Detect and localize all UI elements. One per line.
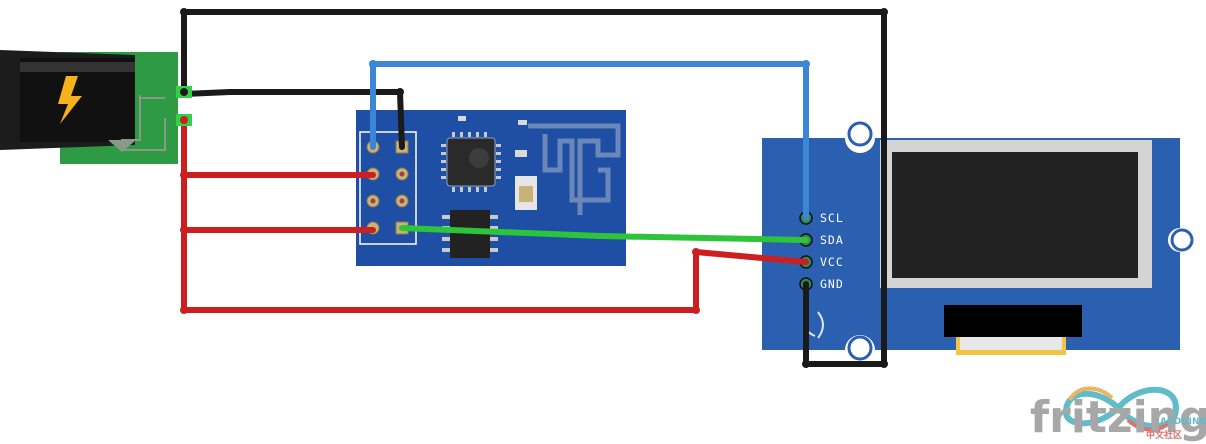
wire-sda[interactable] <box>399 225 809 243</box>
fritzing-watermark: fritzing ARDUINO 中文社区 <box>1030 386 1206 443</box>
wire-gnd-esp[interactable] <box>181 89 405 150</box>
wire-gnd-oled[interactable] <box>181 9 887 367</box>
watermark-sub-bottom: 中文社区 <box>1146 429 1182 441</box>
mount-hole <box>1170 228 1194 252</box>
antenna-trace <box>528 123 621 215</box>
power-jack <box>0 50 178 164</box>
oled-ribbon <box>944 305 1082 337</box>
mount-hole <box>847 121 873 147</box>
wires <box>180 8 888 368</box>
oled-pin-label-sda: SDA <box>820 233 844 247</box>
watermark-sub-top: ARDUINO <box>1160 417 1206 427</box>
oled-screen <box>892 152 1138 278</box>
oled-pin-label-scl: SCL <box>820 211 844 225</box>
wire-scl[interactable] <box>370 61 809 221</box>
oled-pin-label-vcc: VCC <box>820 255 844 269</box>
oled-module: SCL SDA VCC GND <box>762 121 1194 361</box>
esp-module <box>356 110 626 266</box>
oled-pin-label-gnd: GND <box>820 277 844 291</box>
espressif-logo-icon <box>469 148 489 168</box>
watermark-text: fritzing <box>1030 392 1206 443</box>
lightning-icon <box>58 76 82 124</box>
mount-hole <box>847 335 873 361</box>
arduino-infinity-icon <box>1062 386 1180 430</box>
